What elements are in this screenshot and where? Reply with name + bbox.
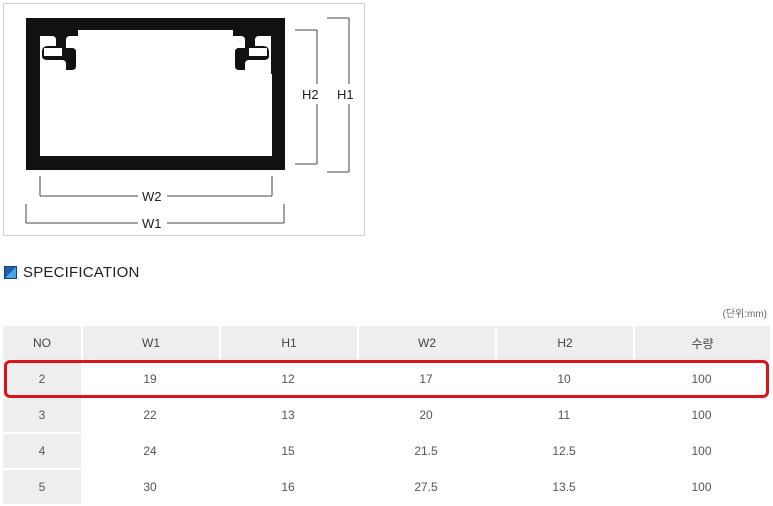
cell-w1: 30 (81, 470, 219, 506)
cell-h1: 15 (219, 434, 357, 470)
w1-dimension (25, 204, 285, 224)
h2-dimension (295, 29, 318, 165)
table-row: 2 19 12 17 10 100 (3, 362, 770, 398)
cell-w1: 24 (81, 434, 219, 470)
cell-h2: 12.5 (495, 434, 633, 470)
col-header-no: NO (3, 326, 81, 362)
spec-title: SPECIFICATION (23, 263, 140, 281)
cell-w1: 19 (81, 362, 219, 398)
col-header-qty: 수량 (633, 326, 770, 362)
cell-h1: 13 (219, 398, 357, 434)
cell-h1: 12 (219, 362, 357, 398)
cell-qty: 100 (633, 434, 770, 470)
profile-diagram: H2 H1 W2 W1 (3, 3, 365, 236)
cell-no: 3 (3, 398, 81, 434)
cell-w2: 17 (357, 362, 495, 398)
cell-no: 5 (3, 470, 81, 506)
w2-dimension (39, 176, 273, 197)
spec-table: NO W1 H1 W2 H2 수량 2 19 12 17 10 100 3 22… (3, 326, 770, 506)
h1-dimension (327, 17, 350, 173)
table-row: 3 22 13 20 11 100 (3, 398, 770, 434)
cell-h2: 10 (495, 362, 633, 398)
cell-w2: 27.5 (357, 470, 495, 506)
cell-qty: 100 (633, 470, 770, 506)
table-row: 4 24 15 21.5 12.5 100 (3, 434, 770, 470)
cell-qty: 100 (633, 362, 770, 398)
w1-label: W1 (142, 216, 162, 231)
table-row: 5 30 16 27.5 13.5 100 (3, 470, 770, 506)
table-header-row: NO W1 H1 W2 H2 수량 (3, 326, 770, 362)
col-header-w2: W2 (357, 326, 495, 362)
spec-heading: SPECIFICATION (4, 262, 140, 282)
h2-label: H2 (302, 87, 319, 102)
cell-h2: 13.5 (495, 470, 633, 506)
cell-w1: 22 (81, 398, 219, 434)
cell-qty: 100 (633, 398, 770, 434)
col-header-h2: H2 (495, 326, 633, 362)
w2-label: W2 (142, 189, 162, 204)
cell-h1: 16 (219, 470, 357, 506)
h1-label: H1 (337, 87, 354, 102)
col-header-h1: H1 (219, 326, 357, 362)
col-header-w1: W1 (81, 326, 219, 362)
cell-no: 2 (3, 362, 81, 398)
cell-w2: 20 (357, 398, 495, 434)
cell-no: 4 (3, 434, 81, 470)
blue-square-bullet-icon (4, 265, 17, 279)
cross-section-drawing: H2 H1 W2 W1 (25, 17, 354, 231)
cell-w2: 21.5 (357, 434, 495, 470)
unit-note: (단위:mm) (722, 309, 768, 320)
cell-h2: 11 (495, 398, 633, 434)
